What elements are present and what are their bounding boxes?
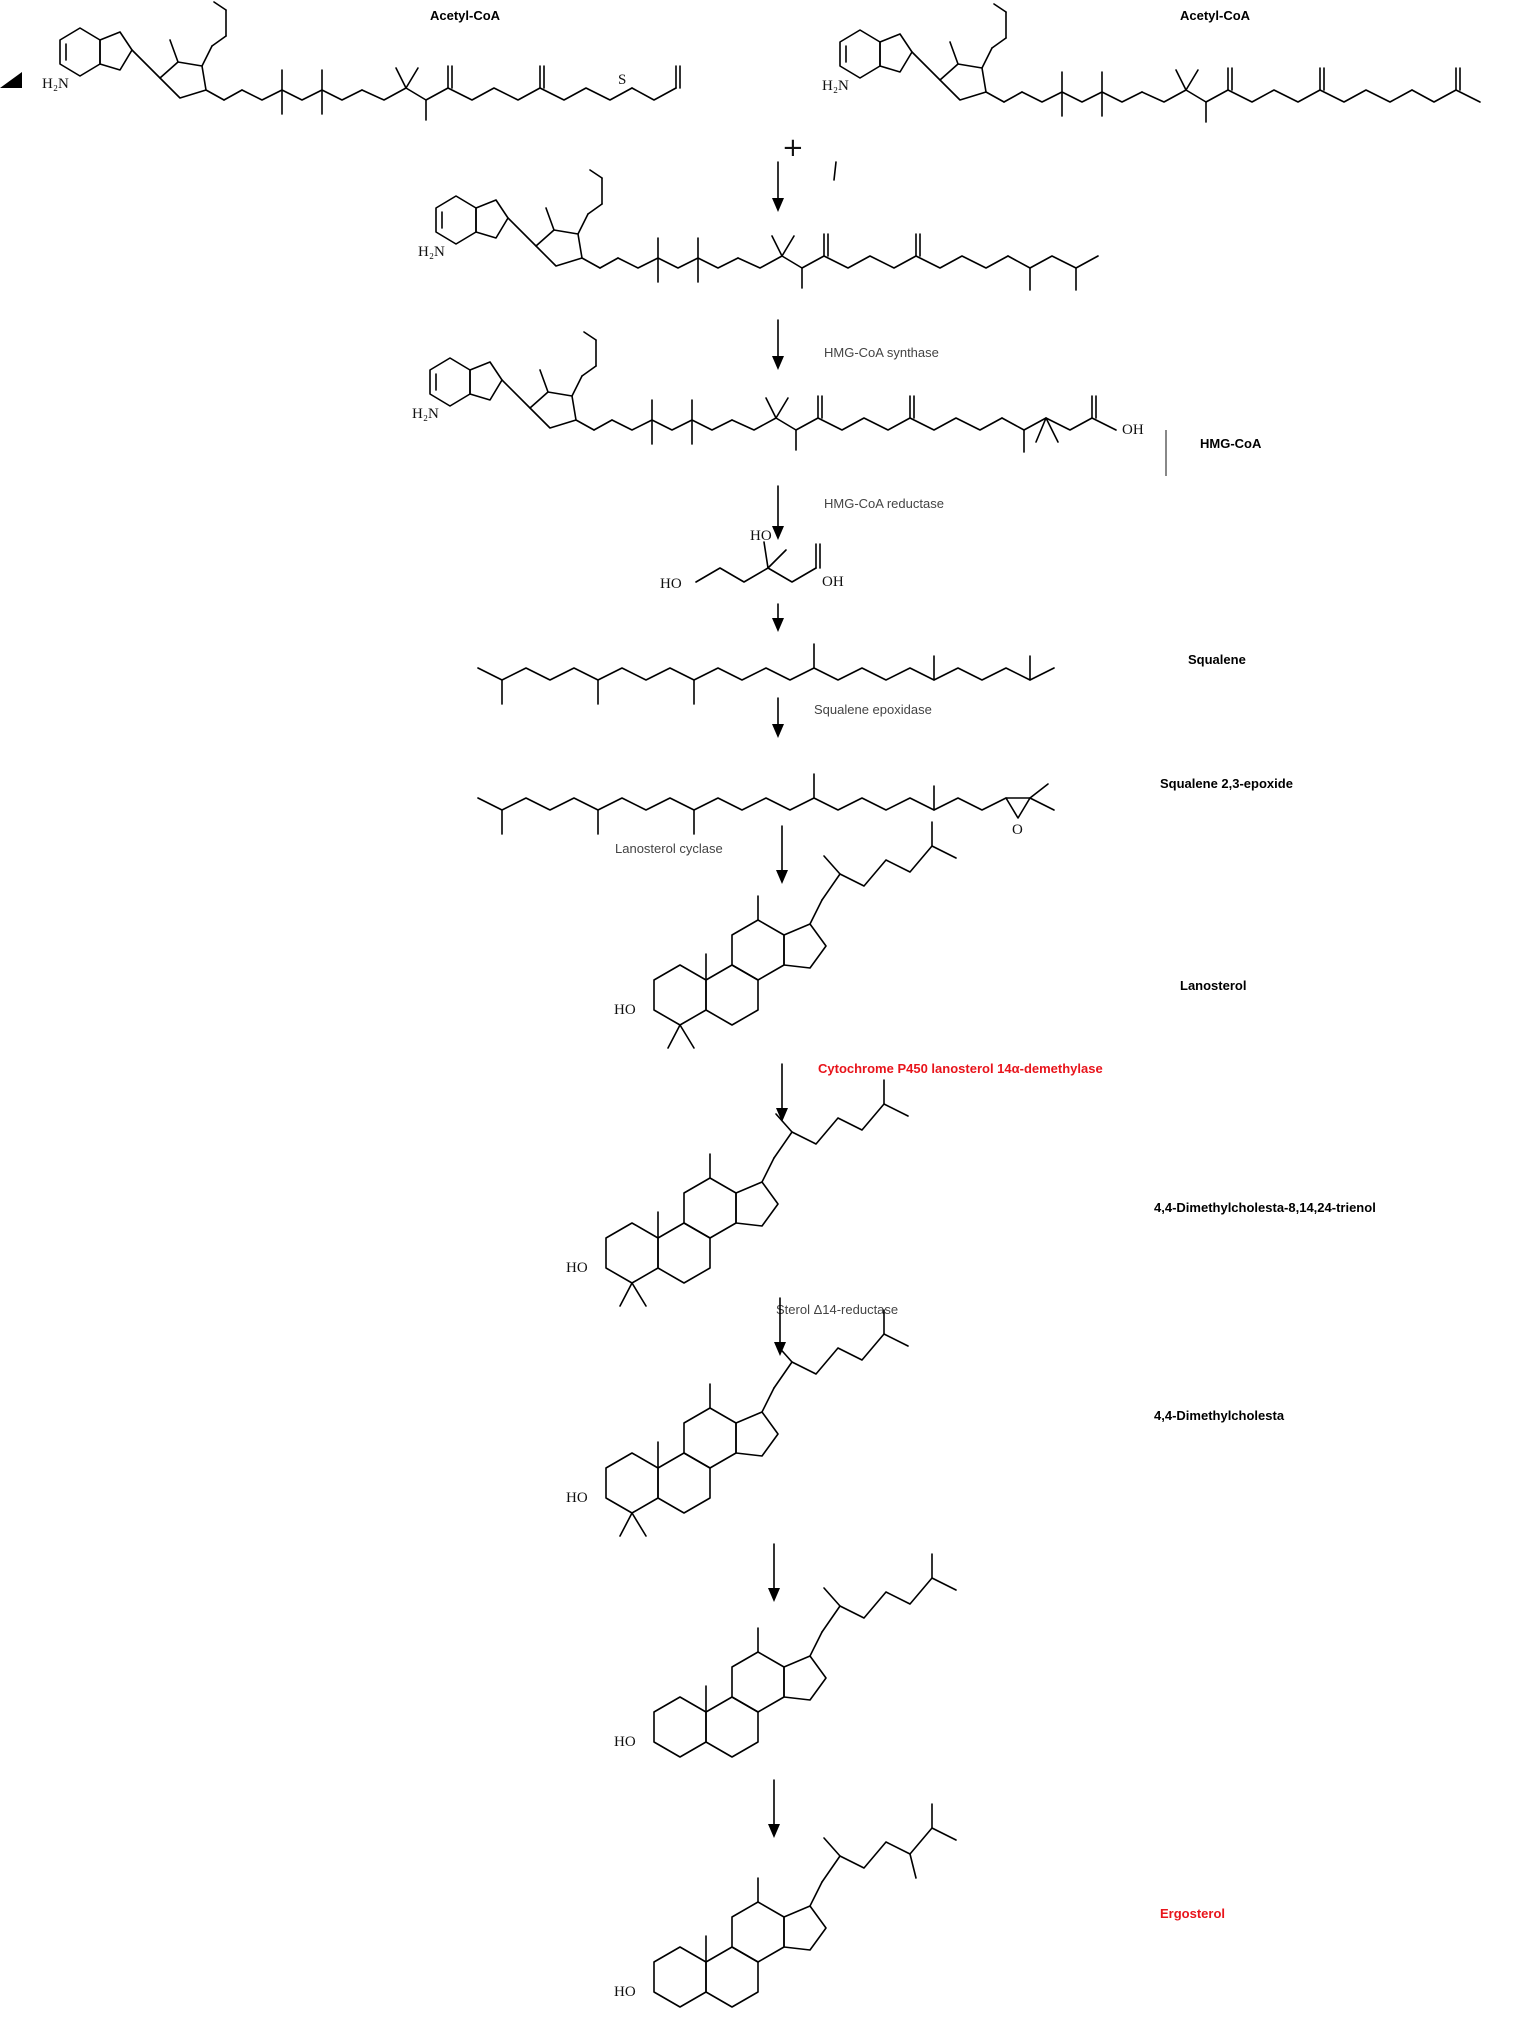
label-ergosterol: Ergosterol — [1160, 1906, 1225, 1921]
structure-mevalonate: HO HO OH — [660, 528, 844, 592]
structure-acetyl-coa-1: H₂N S — [42, 1, 681, 121]
svg-text:H₂N: H₂N — [822, 78, 849, 94]
svg-text:S: S — [618, 72, 626, 88]
structure-squalene-epoxide: O — [477, 773, 1055, 838]
enzyme-cyp51: Cytochrome P450 lanosterol 14α-demethyla… — [818, 1061, 1103, 1076]
reaction-arrows — [768, 161, 788, 1838]
label-dimethylcholesta: 4,4-Dimethylcholesta — [1154, 1408, 1285, 1423]
svg-text:H₂N: H₂N — [42, 76, 69, 92]
arrow-7-icon — [776, 1063, 788, 1122]
svg-text:HO: HO — [566, 1490, 588, 1506]
label-squalene-epoxide: Squalene 2,3-epoxide — [1160, 776, 1293, 791]
arrow-3-icon — [772, 485, 784, 540]
structure-ergosterol: HO — [614, 1803, 957, 2008]
svg-text:OH: OH — [1122, 422, 1144, 438]
svg-text:HO: HO — [566, 1260, 588, 1276]
structure-acetoacetyl-coa: H₂N — [418, 169, 1099, 291]
label-lanosterol: Lanosterol — [1180, 978, 1246, 993]
svg-text:O: O — [1012, 822, 1023, 838]
svg-text:HO: HO — [614, 1984, 636, 2000]
svg-text:H₂N: H₂N — [412, 406, 439, 422]
structure-hmg-coa: H₂N OH — [412, 331, 1144, 453]
plus-sign: + — [782, 133, 804, 163]
label-squalene: Squalene — [1188, 652, 1246, 667]
arrow-1-icon — [772, 161, 784, 212]
structure-lanosterol: HO — [614, 821, 957, 1049]
enzyme-hmg-coa-reductase: HMG-CoA reductase — [824, 496, 944, 511]
svg-text:HO: HO — [614, 1734, 636, 1750]
svg-text:OH: OH — [822, 574, 844, 590]
arrow-5-icon — [772, 697, 784, 738]
structure-zymosterol: HO — [614, 1553, 957, 1758]
label-acetyl-coa-1: Acetyl-CoA — [430, 8, 501, 23]
structure-squalene — [477, 643, 1055, 705]
structure-acetyl-coa-2: H₂N — [822, 3, 1481, 123]
svg-text:H₂N: H₂N — [418, 244, 445, 260]
enzyme-lanosterol-cyclase: Lanosterol cyclase — [615, 841, 723, 856]
label-acetyl-coa-2: Acetyl-CoA — [1180, 8, 1251, 23]
enzyme-hmg-coa-synthase: HMG-CoA synthase — [824, 345, 939, 360]
svg-text:HO: HO — [614, 1002, 636, 1018]
stray-mark — [833, 161, 837, 181]
arrow-6-icon — [776, 825, 788, 884]
enzyme-delta14-reductase: Sterol Δ14-reductase — [776, 1302, 898, 1317]
arrow-10-icon — [768, 1779, 780, 1838]
label-trienol: 4,4-Dimethylcholesta-8,14,24-trienol — [1154, 1200, 1376, 1215]
structure-trienol: HO — [566, 1079, 909, 1307]
corner-marker-icon — [0, 72, 22, 88]
label-hmg-coa: HMG-CoA — [1200, 436, 1262, 451]
svg-text:HO: HO — [750, 528, 772, 544]
enzyme-squalene-epoxidase: Squalene epoxidase — [814, 702, 932, 717]
svg-text:HO: HO — [660, 576, 682, 592]
arrow-4-icon — [772, 603, 784, 632]
structure-dimethylcholesta: HO — [566, 1309, 909, 1537]
arrow-2-icon — [772, 319, 784, 370]
arrow-9-icon — [768, 1543, 780, 1602]
